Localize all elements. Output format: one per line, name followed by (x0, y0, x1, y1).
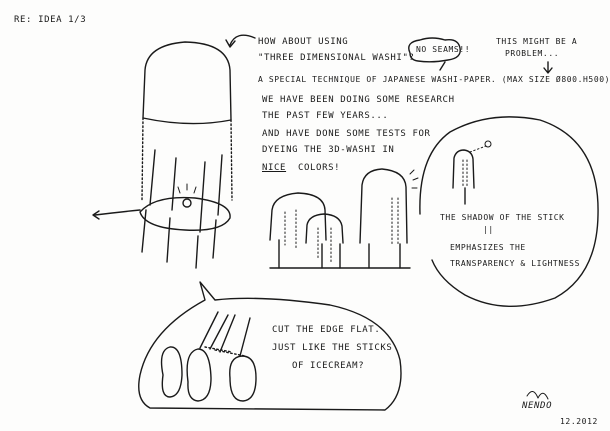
note-line-7c: COLORS! (298, 163, 341, 173)
shadow-label-3: EMPHASIZES THE (450, 243, 526, 252)
cut-label-1: CUT THE EDGE FLAT. (272, 325, 381, 335)
cut-label-3: OF ICECREAM? (292, 361, 365, 371)
problem-label-2: PROBLEM... (505, 49, 560, 58)
signature-date: 12.2012 (560, 417, 598, 426)
note-line-4: WE HAVE BEEN DOING SOME RESEARCH (262, 95, 455, 105)
note-line-1: HOW ABOUT USING (258, 37, 349, 47)
signature-name: NENDO (522, 401, 553, 411)
problem-arrow (543, 61, 553, 74)
subject-line: RE: IDEA 1/3 (14, 15, 87, 25)
note-line-7a: DYEING THE 3D-WASHI IN (262, 145, 395, 155)
washi-lamps (269, 168, 419, 269)
note-line-3: A SPECIAL TECHNIQUE OF JAPANESE WASHI-PA… (258, 75, 610, 84)
note-line-2: "THREE DIMENSIONAL WASHI"? (258, 53, 415, 63)
no-seams-cloud (408, 37, 461, 71)
signature-flourish (526, 391, 549, 400)
problem-label-1: THIS MIGHT BE A (496, 37, 578, 46)
lamp-shade (141, 41, 233, 201)
note-line-7b: NICE (262, 163, 287, 173)
no-seams-label: NO SEAMS!! (416, 45, 471, 54)
shadow-label-4: TRANSPARENCY & LIGHTNESS (450, 259, 580, 268)
stick-detail-bubble (138, 281, 402, 411)
cut-label-2: JUST LIKE THE STICKS (272, 343, 393, 353)
shadow-label-2: || (483, 225, 494, 234)
lamp-base (92, 183, 231, 231)
note-line-6: AND HAVE DONE SOME TESTS FOR (262, 129, 431, 139)
lamp-sticks (141, 149, 223, 269)
shadow-label-1: THE SHADOW OF THE STICK (440, 213, 565, 222)
zoom-circle (419, 116, 599, 307)
pointer-arrow (225, 34, 256, 48)
note-line-5: THE PAST FEW YEARS... (262, 111, 389, 121)
